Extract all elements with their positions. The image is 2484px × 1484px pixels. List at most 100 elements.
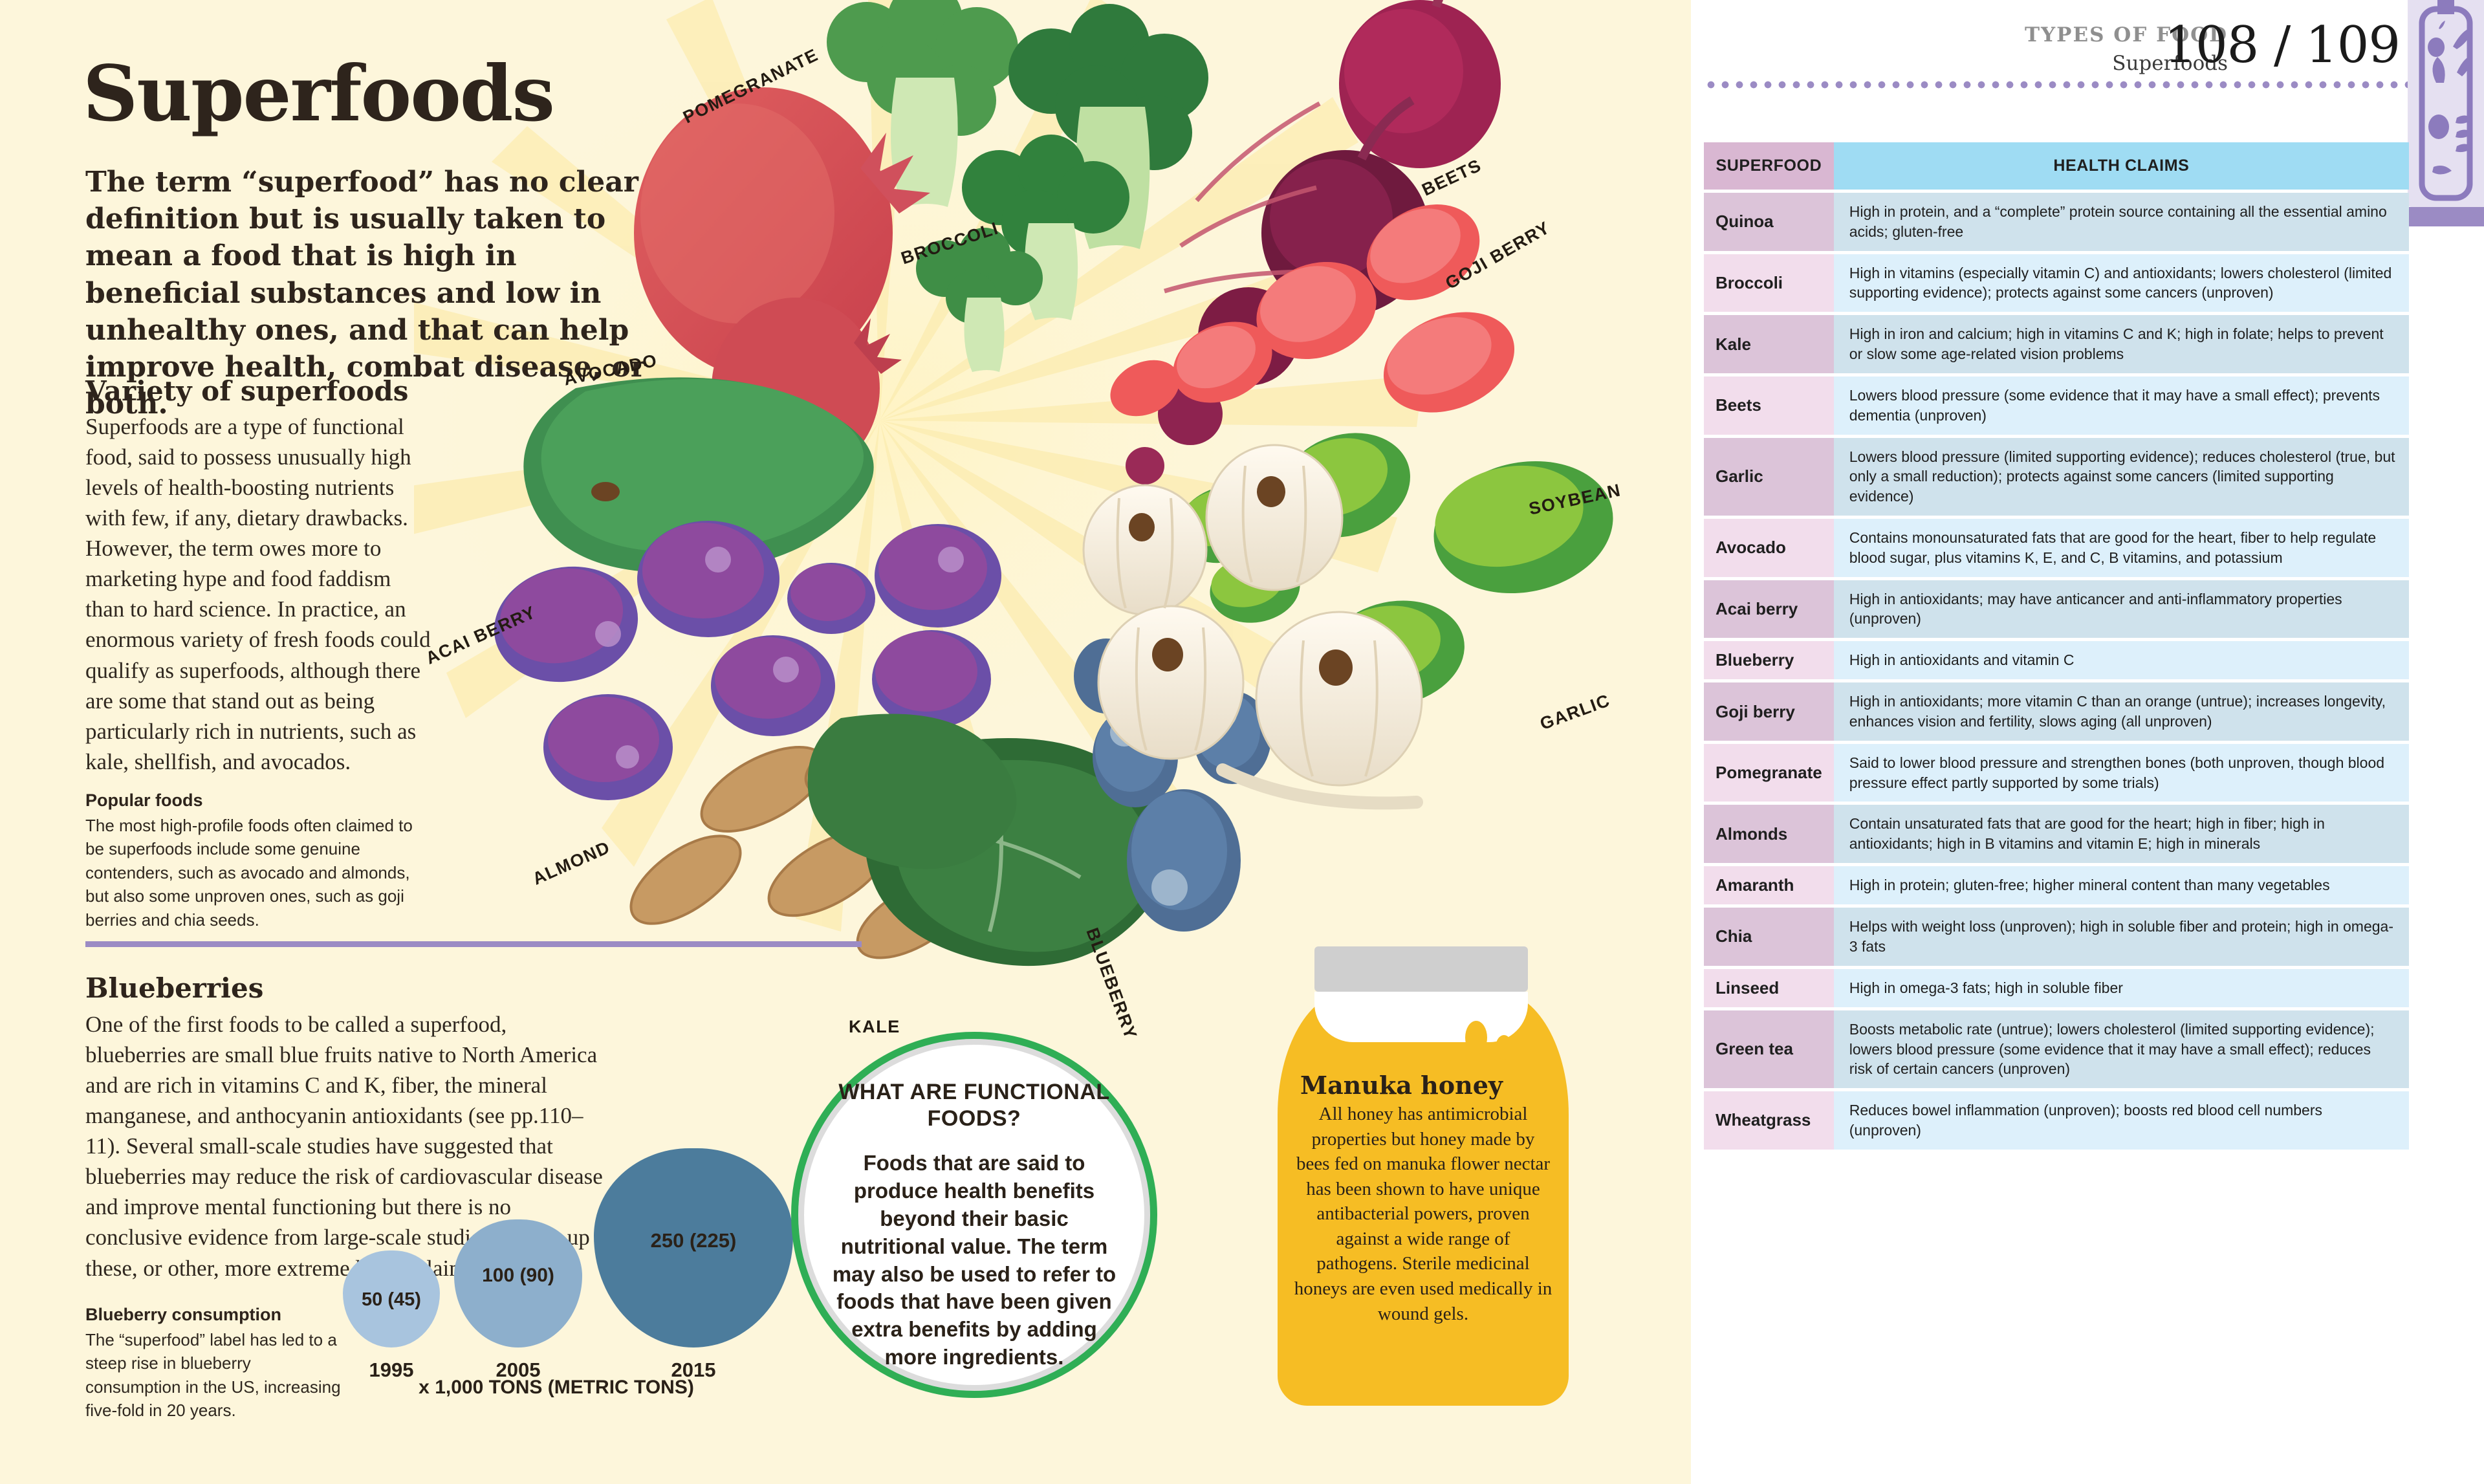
cell-superfood: Almonds: [1704, 805, 1834, 864]
avocado-illustration: [523, 377, 874, 573]
honey-drip-1: [1465, 1021, 1487, 1054]
kale-illustration: [807, 714, 1166, 966]
cell-health-claim: High in iron and calcium; high in vitami…: [1833, 315, 2409, 373]
cell-health-claim: Lowers blood pressure (some evidence tha…: [1833, 376, 2409, 435]
right-page: TYPES OF FOOD Superfoods 108 / 109 SU: [1691, 0, 2484, 1484]
cell-health-claim: High in omega-3 fats; high in soluble fi…: [1833, 968, 2409, 1007]
chart-year-1995: 1995: [369, 1359, 414, 1381]
table-header-row: SUPERFOOD HEALTH CLAIMS: [1704, 142, 2409, 190]
page-title: Superfoods: [83, 49, 555, 138]
cell-health-claim: High in antioxidants and vitamin C: [1833, 641, 2409, 680]
chart-units-label: x 1,000 TONS (METRIC TONS): [419, 1377, 694, 1398]
blueberries-body: One of the first foods to be called a su…: [85, 1012, 603, 1281]
functional-foods-callout: WHAT ARE FUNCTIONAL FOODS? Foods that ar…: [791, 1032, 1157, 1398]
functional-foods-title: WHAT ARE FUNCTIONAL FOODS?: [838, 1080, 1110, 1131]
chart-bubble-2015: [594, 1148, 793, 1348]
intro-paragraph: The term “superfood” has no clear defini…: [85, 166, 646, 421]
consumption-body: The “superfood” label has led to a steep…: [85, 1330, 341, 1421]
cell-health-claim: High in protein; gluten-free; higher min…: [1833, 866, 2409, 905]
cell-superfood: Blueberry: [1704, 641, 1834, 680]
cell-superfood: Chia: [1704, 908, 1834, 966]
cell-superfood: Green tea: [1704, 1010, 1834, 1089]
blueberry-consumption-chart: 50 (45) 1995 100 (90) 2005 250 (225) 201…: [336, 1135, 793, 1407]
running-head-subtitle: Superfoods: [2112, 52, 2228, 75]
cell-superfood: Wheatgrass: [1704, 1091, 1834, 1150]
cell-health-claim: Helps with weight loss (unproven); high …: [1833, 908, 2409, 966]
art-label-kale: KALE: [849, 1017, 900, 1036]
functional-foods-body: Foods that are said to produce health be…: [832, 1150, 1117, 1369]
honey-drip-2: [1496, 1035, 1512, 1060]
manuka-body: All honey has antimicrobial properties b…: [1294, 1104, 1552, 1324]
cell-superfood: Quinoa: [1704, 193, 1834, 251]
cell-health-claim: High in antioxidants; more vitamin C tha…: [1833, 682, 2409, 741]
variety-heading: Variety of superfoods: [85, 375, 409, 407]
cell-health-claim: High in vitamins (especially vitamin C) …: [1833, 254, 2409, 312]
chart-year-2005: 2005: [496, 1359, 541, 1381]
consumption-heading: Blueberry consumption: [85, 1305, 282, 1324]
cell-health-claim: High in antioxidants; may have anticance…: [1833, 580, 2409, 638]
cell-health-claim: Contains monounsaturated fats that are g…: [1833, 518, 2409, 577]
chart-bubble-2005: [454, 1219, 582, 1348]
column-header-health-claims: HEALTH CLAIMS: [1833, 142, 2409, 190]
bottle-tab-foot: [2408, 207, 2484, 226]
cell-health-claim: Contain unsaturated fats that are good f…: [1833, 805, 2409, 864]
bottle-icon: [2419, 0, 2473, 201]
honey-jar-lid: [1314, 946, 1528, 992]
popular-foods-body: The most high-profile foods often claime…: [85, 816, 413, 930]
section-divider: [85, 941, 862, 947]
broccoli-illustration: [827, 0, 1208, 372]
honey-jar: [1278, 992, 1569, 1406]
manuka-heading: Manuka honey: [1300, 1071, 1503, 1100]
cell-superfood: Linseed: [1704, 968, 1834, 1007]
chart-bubble-label-1995: 50 (45): [362, 1289, 421, 1310]
cell-superfood: Beets: [1704, 376, 1834, 435]
running-head-kicker: TYPES OF FOOD: [2024, 23, 2228, 47]
dotted-rule: [1704, 80, 2409, 89]
cell-health-claim: Reduces bowel inflammation (unproven); b…: [1833, 1091, 2409, 1150]
chart-bubble-label-2015: 250 (225): [650, 1229, 737, 1252]
honey-drip-3: [1443, 1043, 1455, 1061]
cell-superfood: Broccoli: [1704, 254, 1834, 312]
cell-superfood: Kale: [1704, 315, 1834, 373]
cell-health-claim: Lowers blood pressure (limited supportin…: [1833, 437, 2409, 516]
superfoods-illustration: [414, 0, 1613, 966]
popular-foods-heading: Popular foods: [85, 791, 203, 810]
chart-year-2015: 2015: [671, 1359, 716, 1381]
acai-berry-illustration: [494, 521, 1001, 800]
cell-health-claim: High in protein, and a “complete” protei…: [1833, 193, 2409, 251]
garlic-illustration: [1082, 444, 1423, 810]
cell-superfood: Garlic: [1704, 437, 1834, 516]
cell-health-claim: Boosts metabolic rate (untrue); lowers c…: [1833, 1010, 2409, 1089]
chart-bubble-1995: [343, 1250, 440, 1348]
variety-body: Superfoods are a type of functional food…: [85, 414, 431, 774]
cell-superfood: Pomegranate: [1704, 743, 1834, 802]
left-page: Superfoods The term “superfood” has no c…: [0, 0, 1691, 1484]
cell-superfood: Goji berry: [1704, 682, 1834, 741]
chart-bubble-label-2005: 100 (90): [482, 1265, 554, 1286]
cell-superfood: Acai berry: [1704, 580, 1834, 638]
page-numbers: 108 / 109: [2164, 16, 2401, 74]
bottle-tab: [2408, 0, 2484, 207]
cell-health-claim: Said to lower blood pressure and strengt…: [1833, 743, 2409, 802]
blueberries-heading: Blueberries: [85, 972, 264, 1004]
honey-jar-rim: [1314, 992, 1528, 1042]
goji-berry-illustration: [1110, 204, 1515, 417]
cell-superfood: Avocado: [1704, 518, 1834, 577]
